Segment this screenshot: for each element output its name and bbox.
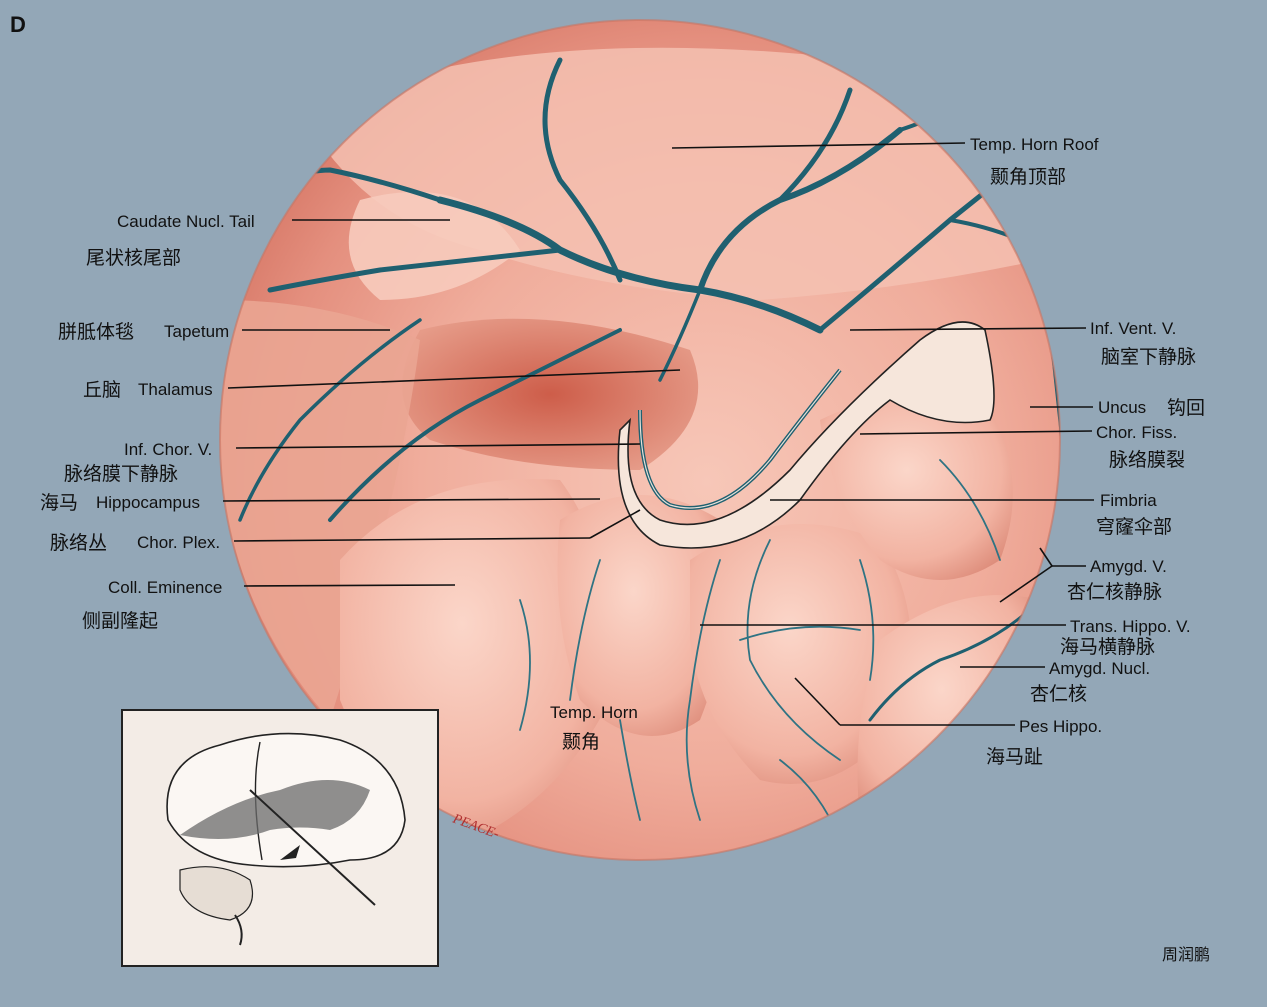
inset-ventricle	[180, 780, 370, 839]
label-inf-vent-v: Inf. Vent. V.	[1090, 319, 1176, 338]
label-trans-hippo-v: Trans. Hippo. V.	[1070, 617, 1191, 636]
label-hippocampus-zh: 海马	[40, 492, 78, 514]
inset-cerebellum	[179, 866, 254, 921]
label-inf-vent-v-zh: 脑室下静脉	[1101, 346, 1196, 368]
inset-arrow-icon	[280, 845, 300, 860]
panel-letter: D	[10, 12, 26, 37]
label-uncus-zh: 钩回	[1167, 397, 1205, 419]
label-pes-hippo: Pes Hippo.	[1019, 717, 1102, 736]
label-chor-fiss: Chor. Fiss.	[1096, 423, 1177, 442]
label-coll-eminence-zh: 侧副隆起	[82, 610, 158, 632]
label-caudate-tail-zh: 尾状核尾部	[86, 247, 181, 269]
label-pes-hippo-zh: 海马趾	[986, 746, 1043, 768]
uncus-region	[820, 397, 1013, 580]
fimbria-ribbon	[617, 321, 995, 549]
label-temp-horn-roof: Temp. Horn Roof	[970, 135, 1099, 154]
pes-hippocampus	[690, 524, 912, 784]
hippocampus-lobe-1	[557, 495, 727, 736]
label-tapetum-zh: 胼胝体毯	[58, 321, 134, 343]
label-hippocampus: Hippocampus	[96, 493, 200, 512]
label-thalamus: Thalamus	[138, 380, 213, 399]
label-chor-fiss-zh: 脉络膜裂	[1109, 449, 1185, 471]
label-fimbria-zh: 穹窿伞部	[1096, 516, 1172, 538]
label-amygd-nucl: Amygd. Nucl.	[1049, 659, 1150, 678]
label-thalamus-zh: 丘脑	[83, 379, 121, 401]
label-fimbria: Fimbria	[1100, 491, 1157, 510]
leader-lines	[222, 142, 1094, 726]
orientation-inset	[121, 709, 439, 967]
credit-text: 周润鹏	[1162, 945, 1210, 964]
vein-network	[238, 57, 1060, 722]
label-inf-chor-v: Inf. Chor. V.	[124, 440, 212, 459]
label-temp-horn-roof-zh: 颞角顶部	[990, 166, 1066, 188]
tapetum-wall	[220, 300, 420, 720]
label-inf-chor-v-zh: 脉络膜下静脉	[64, 463, 178, 485]
label-trans-hippo-v-zh: 海马横静脉	[1060, 636, 1155, 658]
label-uncus: Uncus	[1098, 398, 1146, 417]
label-caudate-tail: Caudate Nucl. Tail	[117, 212, 255, 231]
inset-view-line	[249, 789, 376, 906]
label-chor-plex: Chor. Plex.	[137, 533, 220, 552]
label-amygd-v: Amygd. V.	[1090, 557, 1167, 576]
label-amygd-nucl-zh: 杏仁核	[1030, 683, 1087, 705]
label-temp-horn-zh: 颞角	[562, 731, 600, 753]
label-chor-plex-zh: 脉络丛	[50, 532, 107, 554]
small-veins	[519, 459, 1001, 841]
labels: Temp. Horn Roof 颞角顶部 Caudate Nucl. Tail …	[40, 135, 1205, 768]
label-temp-horn: Temp. Horn	[550, 703, 638, 722]
label-coll-eminence: Coll. Eminence	[108, 578, 222, 597]
label-amygd-v-zh: 杏仁核静脉	[1067, 581, 1162, 603]
circular-view	[219, 19, 1061, 861]
label-tapetum: Tapetum	[164, 322, 229, 341]
